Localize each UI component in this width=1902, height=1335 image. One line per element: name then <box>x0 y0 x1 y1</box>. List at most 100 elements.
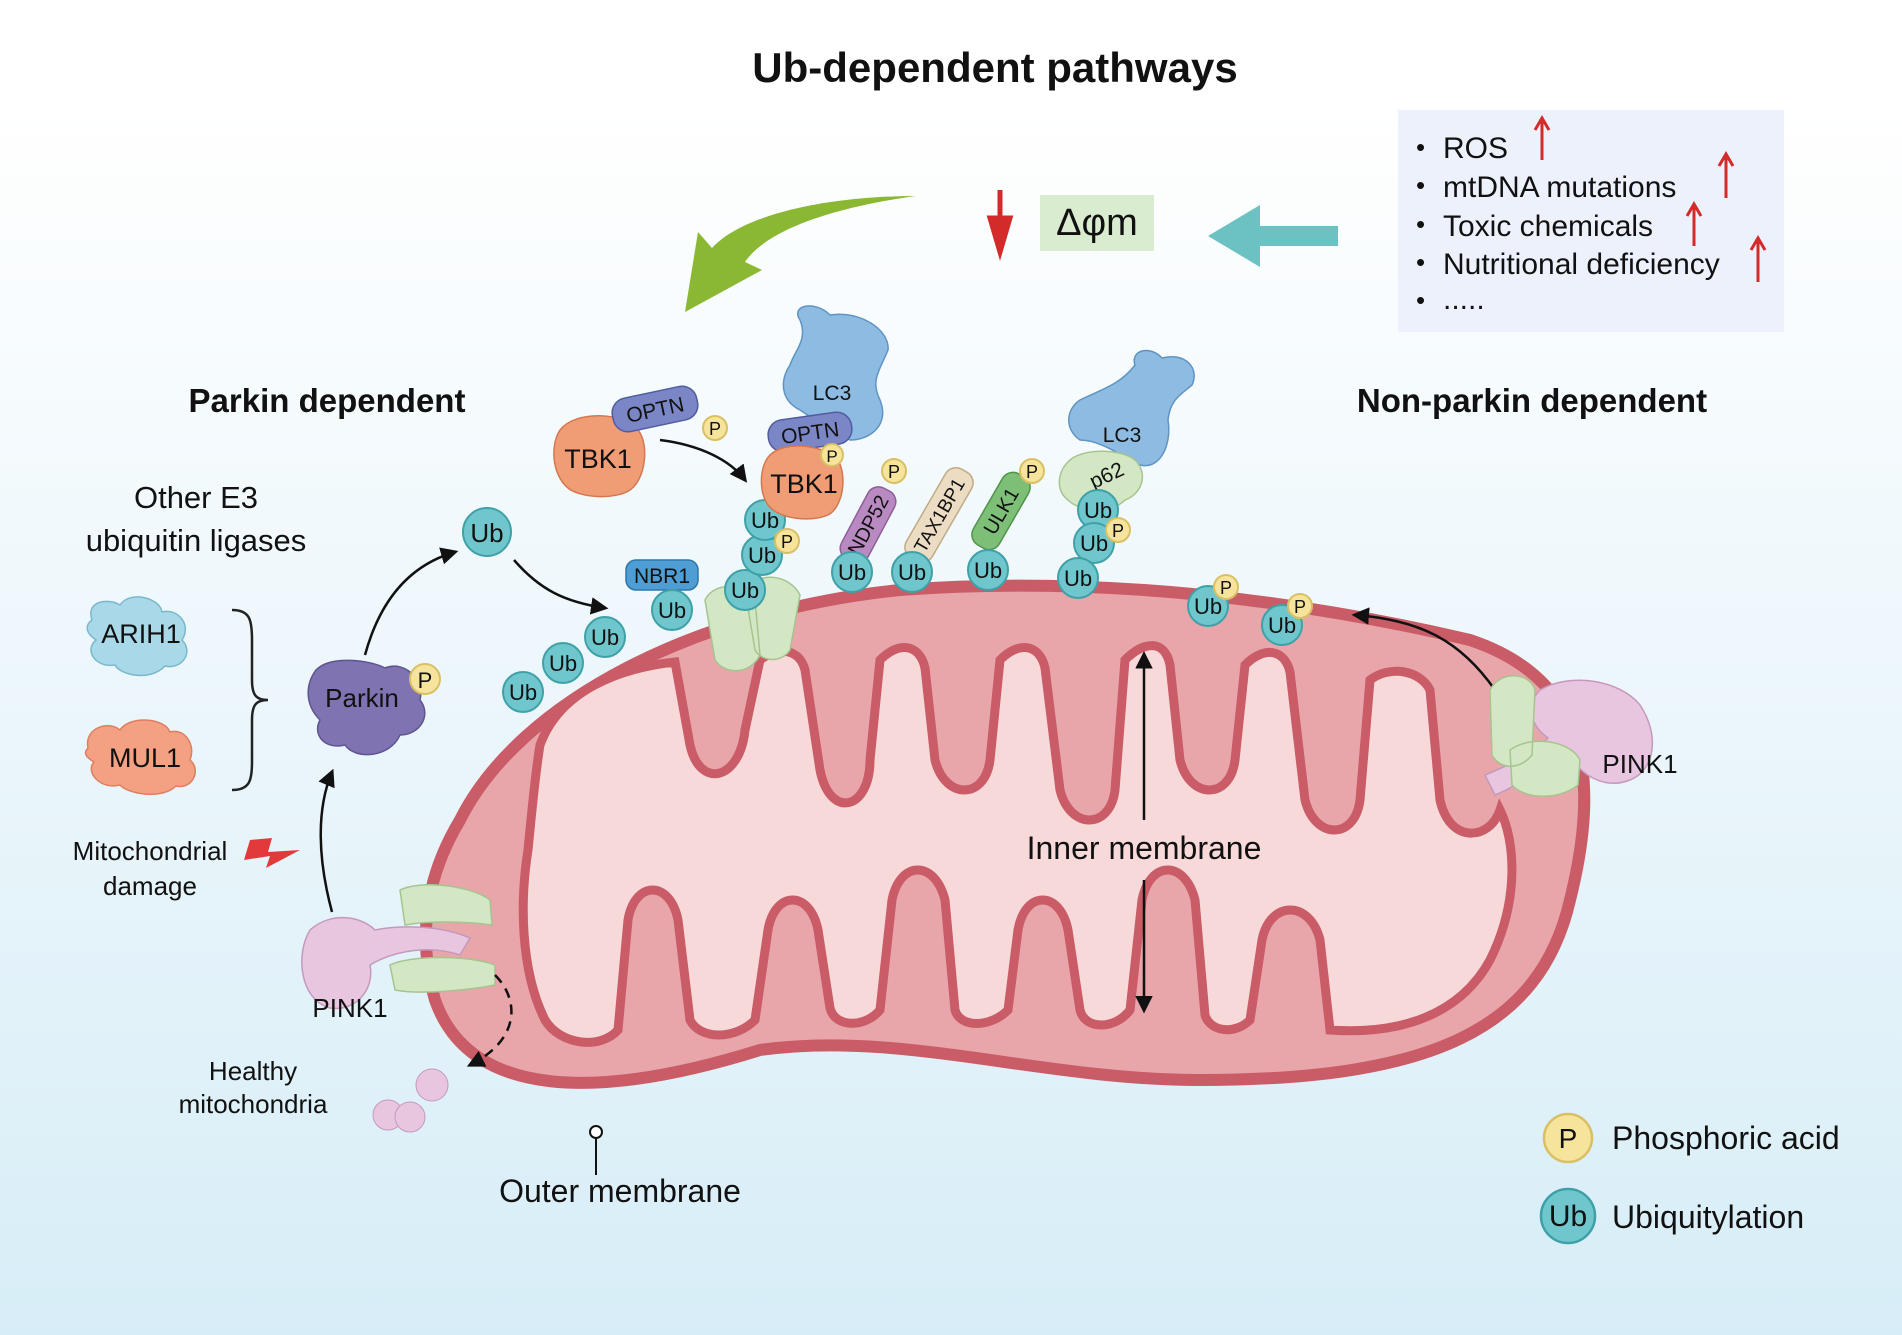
phosphate-marker <box>820 443 844 467</box>
svg-text:Nutritional deficiency: Nutritional deficiency <box>1443 248 1720 281</box>
stressor-item: • mtDNA mutations <box>1416 151 1735 204</box>
svg-text:•: • <box>1416 247 1425 277</box>
phosphate-marker: P <box>1287 593 1313 619</box>
ub-marker: Ub <box>831 551 873 593</box>
phosphate-marker <box>409 663 441 695</box>
ub-marker: Ub <box>741 534 783 576</box>
delta-box: Δφm <box>1040 195 1154 251</box>
down-arrow-icon <box>986 190 1014 261</box>
lc3-protein <box>1068 349 1195 467</box>
nbr1-receptor: NBR1 <box>625 559 699 591</box>
mul1-label: MUL1 <box>109 743 181 773</box>
svg-text:Ub: Ub <box>1084 498 1112 523</box>
mito-damage-label: damage <box>103 871 197 901</box>
ub-marker: Ub <box>967 549 1009 591</box>
phosphate-marker <box>881 458 907 484</box>
lc3-label: LC3 <box>813 382 852 405</box>
healthy-mito-label: mitochondria <box>179 1089 328 1119</box>
legend: P Phosphoric acid Ub Ubiquitylation <box>1539 1112 1840 1245</box>
arrow-pink1-to-ub <box>1351 607 1497 691</box>
tbk1-optn-free: TBK1 OPTN <box>553 385 699 498</box>
ub-marker: Ub <box>724 569 766 611</box>
mitochondrion <box>419 579 1591 1089</box>
degraded-pink1-fragments <box>372 1068 449 1133</box>
svg-text:P: P <box>1026 462 1038 482</box>
ub-marker: Ub <box>502 671 544 713</box>
phosphate-legend-icon <box>1542 1112 1594 1164</box>
svg-text:Ub: Ub <box>1080 531 1108 556</box>
arrow-ub-to-membrane <box>513 559 609 615</box>
phosphate-marker <box>1019 458 1045 484</box>
svg-text:P: P <box>418 668 433 693</box>
pink1-label: PINK1 <box>312 993 387 1023</box>
legend-item-phosphoric-acid: P Phosphoric acid <box>1542 1112 1840 1164</box>
svg-text:mtDNA mutations: mtDNA mutations <box>1443 171 1676 204</box>
tbk1-protein <box>760 445 844 520</box>
parkin-protein: Parkin P <box>307 659 441 756</box>
svg-text:Ub: Ub <box>751 508 779 533</box>
stressor-item: • Nutritional deficiency <box>1416 235 1767 282</box>
up-arrow-icon <box>1749 235 1767 282</box>
svg-text:Ub: Ub <box>1549 1200 1587 1233</box>
svg-text:•: • <box>1416 209 1425 239</box>
arrow-parkin-to-ub <box>363 547 459 656</box>
pink1-tom-complex-left: PINK1 <box>301 884 496 1023</box>
svg-text:Ub: Ub <box>470 518 503 548</box>
svg-text:Toxic chemicals: Toxic chemicals <box>1443 210 1653 243</box>
svg-text:Ub: Ub <box>1268 613 1296 638</box>
svg-text:•: • <box>1416 285 1425 315</box>
svg-text:P: P <box>709 419 721 439</box>
arih1-label: ARIH1 <box>101 619 181 649</box>
arih1-protein: ARIH1 <box>86 596 188 677</box>
lc3-label: LC3 <box>1103 424 1142 447</box>
teal-arrow-icon <box>1208 205 1338 267</box>
svg-text:Ub: Ub <box>658 598 686 623</box>
svg-text:.....: ..... <box>1443 283 1485 316</box>
ub-marker: Ub <box>584 616 626 658</box>
ub-legend-icon <box>1539 1187 1597 1245</box>
lightning-icon <box>244 838 300 868</box>
svg-text:P: P <box>826 447 837 466</box>
ub-marker: Ub <box>651 589 693 631</box>
ub-marker: Ub <box>462 507 512 557</box>
up-arrow-icon <box>1533 115 1551 160</box>
stressor-item: • ROS <box>1416 115 1551 165</box>
tbk1-label: TBK1 <box>770 469 838 499</box>
stressor-item: • ..... <box>1416 283 1485 316</box>
legend-label: Phosphoric acid <box>1612 1120 1840 1156</box>
mul1-protein: MUL1 <box>84 719 196 796</box>
lc3-p62-complex: LC3 p62 <box>1058 349 1195 511</box>
stressors-box: • ROS • mtDNA mutations • Toxic chemical… <box>1398 110 1784 332</box>
up-arrow-icon <box>1717 151 1735 198</box>
matrix-shape <box>518 641 1517 1047</box>
svg-text:Ub: Ub <box>591 625 619 650</box>
e3-heading: ubiquitin ligases <box>86 523 307 558</box>
ub-marker: Ub <box>1057 557 1099 599</box>
parkin-label: Parkin <box>325 683 399 713</box>
svg-text:P: P <box>1294 597 1306 617</box>
svg-text:ROS: ROS <box>1443 132 1508 165</box>
arrow-pink1-to-parkin <box>318 768 335 913</box>
svg-text:•: • <box>1416 132 1425 162</box>
ub-marker: Ub <box>1073 522 1115 564</box>
diagram-title: Ub-dependent pathways <box>752 44 1237 91</box>
svg-text:Ub: Ub <box>974 558 1002 583</box>
legend-label: Ubiquitylation <box>1612 1199 1804 1235</box>
inner-membrane-label: Inner membrane <box>1027 830 1262 866</box>
svg-text:Ub: Ub <box>748 543 776 568</box>
tom-complex <box>1489 675 1581 797</box>
nbr1-label: NBR1 <box>634 565 690 588</box>
svg-text:P: P <box>781 532 793 552</box>
svg-text:Ub: Ub <box>549 651 577 676</box>
e3-heading: Other E3 <box>134 480 258 515</box>
svg-text:Ub: Ub <box>1194 594 1222 619</box>
svg-text:Ub: Ub <box>731 578 759 603</box>
p62-protein <box>1058 450 1144 511</box>
up-arrow-icon <box>1685 201 1703 246</box>
delta-label: Δφm <box>1056 202 1138 244</box>
svg-text:Ub: Ub <box>1064 566 1092 591</box>
outer-membrane-label: Outer membrane <box>499 1173 741 1209</box>
svg-text:•: • <box>1416 170 1425 200</box>
pink1-label: PINK1 <box>1602 749 1677 779</box>
